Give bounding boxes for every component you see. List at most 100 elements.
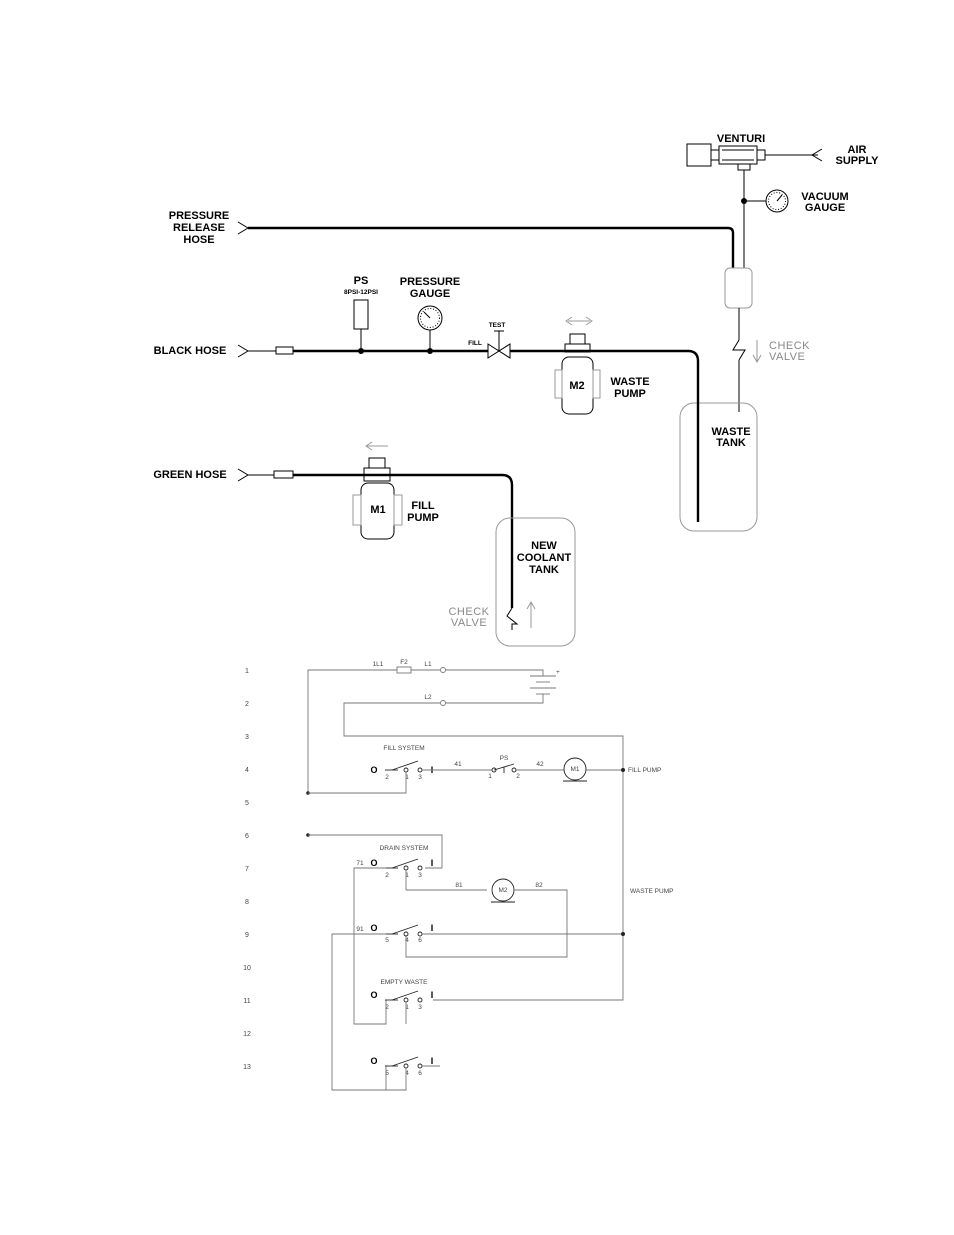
row-number: 3 — [245, 734, 249, 741]
terminal-l2 — [440, 700, 446, 706]
fill-pump-label-2: PUMP — [407, 512, 439, 524]
vacuum-gauge — [765, 189, 789, 213]
empty-waste-2-off-label: O — [370, 1056, 377, 1066]
wire-82 — [405, 889, 568, 958]
row-number: 2 — [245, 701, 249, 708]
contact-label: 2 — [385, 872, 389, 879]
contact-label: 1 — [405, 872, 409, 879]
black-hose-coupling — [275, 346, 294, 355]
battery-lead-minus — [446, 694, 544, 704]
down-arrow-icon — [752, 340, 762, 364]
row-number: 12 — [243, 1031, 251, 1038]
empty-waste-switch[interactable] — [385, 990, 423, 1003]
contact-label: 4 — [405, 1070, 409, 1077]
up-arrow-icon — [526, 600, 536, 628]
row-numbers: 1 2 3 4 5 6 7 8 9 10 11 12 13 — [243, 668, 251, 1071]
ps-junction — [358, 348, 364, 354]
air-supply-connector — [811, 148, 823, 162]
wire-81 — [405, 870, 487, 891]
ps-range-label: 8PSI-12PSI — [344, 289, 378, 296]
upper-check-valve — [732, 339, 746, 361]
pressure-release-hose-label-2: RELEASE — [173, 222, 225, 234]
wire-1l1-label: 1L1 — [373, 661, 384, 668]
fill-switch-off-label: O — [370, 765, 377, 775]
empty-waste-switch-pole-2[interactable] — [385, 1056, 423, 1069]
pressure-release-hose-label-1: PRESSURE — [169, 210, 230, 222]
fill-system-label: FILL SYSTEM — [383, 745, 424, 752]
left-rail-row1-5 — [307, 669, 397, 793]
contact-label: 4 — [405, 937, 409, 944]
drain-system-switch[interactable] — [385, 858, 423, 871]
m1-label: M1 — [370, 504, 385, 516]
left-right-arrow-icon — [565, 316, 593, 326]
contact-label: 2 — [516, 773, 520, 780]
test-fill-valve[interactable] — [487, 330, 511, 359]
venturi-label: VENTURI — [717, 133, 765, 145]
pressure-switch — [353, 299, 369, 330]
contact-label: 1 — [405, 1004, 409, 1011]
contact-label: 2 — [385, 1004, 389, 1011]
fill-pump-label-1: FILL — [411, 500, 434, 512]
drain-system-switch-pole-2[interactable] — [385, 924, 423, 937]
row-number: 7 — [245, 866, 249, 873]
venturi — [686, 143, 766, 171]
contact-label: 3 — [418, 1004, 422, 1011]
wire-91 — [331, 933, 387, 1091]
waste-pump-label-2: PUMP — [614, 388, 646, 400]
empty-waste-off-label: O — [370, 990, 377, 1000]
row-number: 10 — [243, 965, 251, 972]
contact-label: 3 — [418, 872, 422, 879]
fill-system-switch[interactable] — [385, 760, 423, 773]
black-hose-connector — [237, 344, 249, 358]
black-hose-line — [293, 349, 700, 522]
drain-switch-2-off-label: O — [370, 923, 377, 933]
green-hose-line — [293, 473, 514, 608]
wire-71-label: 71 — [356, 860, 364, 867]
row-number: 6 — [245, 833, 249, 840]
contact-label: 5 — [385, 1070, 389, 1077]
empty-waste-on-label: I — [431, 990, 434, 1000]
m2-label: M2 — [569, 380, 584, 392]
l2-return-rail — [343, 702, 624, 1001]
vacuum-gauge-label-1: VACUUM — [801, 191, 848, 203]
black-hose-label: BLACK HOSE — [154, 345, 227, 357]
wire-81-label: 81 — [455, 882, 463, 889]
motor-m2-label: M2 — [498, 887, 507, 894]
contact-label: 6 — [418, 1070, 422, 1077]
wire-71 — [353, 867, 387, 1025]
lower-check-valve — [506, 607, 519, 630]
upper-check-valve-label-1: CHECK — [769, 340, 810, 352]
row-number: 11 — [243, 998, 250, 1005]
wire-41-label: 41 — [454, 761, 462, 768]
drain-feed — [308, 834, 443, 869]
waste-tank-label-2: TANK — [716, 437, 746, 449]
drain-system-label: DRAIN SYSTEM — [380, 845, 429, 852]
row-number: 1 — [245, 668, 249, 675]
return-node — [621, 932, 625, 936]
fill-label: FILL — [468, 340, 482, 347]
drain-switch-2-on-label: I — [431, 923, 434, 933]
waste-pump-label-1: WASTE — [610, 376, 649, 388]
motor-m1 — [563, 757, 587, 782]
lower-check-valve-label-2: VALVE — [451, 617, 487, 629]
wire-42-label: 42 — [536, 761, 544, 768]
lower-check-valve-label-1: CHECK — [448, 606, 489, 618]
pressure-release-hose-line — [248, 226, 735, 268]
return-node — [621, 768, 625, 772]
row-number: 13 — [243, 1064, 251, 1071]
wire-l2-label: L2 — [424, 694, 432, 701]
green-hose-label: GREEN HOSE — [153, 469, 226, 481]
waste-tank-label-1: WASTE — [711, 426, 750, 438]
ps-switch-label: PS — [500, 755, 509, 762]
fuse-f2-label: F2 — [400, 659, 408, 666]
new-coolant-tank-label-3: TANK — [529, 564, 559, 576]
green-hose-coupling — [273, 470, 294, 479]
drain-switch-on-label: I — [431, 858, 434, 868]
new-coolant-tank-label-2: COOLANT — [517, 552, 572, 564]
empty-waste-label: EMPTY WASTE — [381, 979, 429, 986]
contact-label: 3 — [418, 774, 422, 781]
air-supply-label-2: SUPPLY — [835, 155, 879, 167]
empty-waste-2-on-label: I — [431, 1056, 434, 1066]
contact-label: 1 — [405, 774, 409, 781]
contact-label: 6 — [418, 937, 422, 944]
